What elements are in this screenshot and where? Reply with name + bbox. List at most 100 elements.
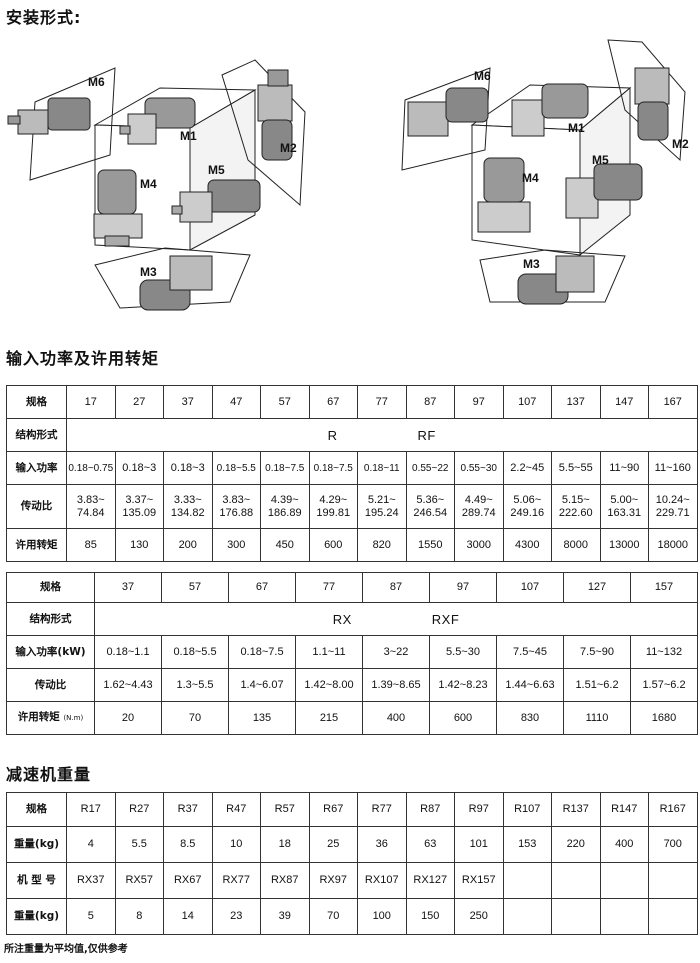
table-row: 重量(kg) 5 8 14 23 39 70 100 150 250 <box>6 898 698 935</box>
row-header: 传动比 <box>6 668 95 702</box>
label-m2: M2 <box>672 137 689 151</box>
ratio-top: 4.39~ <box>270 493 299 506</box>
table-cell: R147 <box>599 792 649 827</box>
table-cell: 4 <box>66 826 116 863</box>
table-cell: 3~22 <box>362 635 430 669</box>
ratio-top: 4.29~ <box>319 493 348 506</box>
table-cell <box>648 898 698 935</box>
mounting-title: 安装形式: <box>6 8 82 27</box>
row-header: 机 型 号 <box>6 862 67 899</box>
ratio-bottom: 222.60 <box>558 506 593 519</box>
table-cell: 5 <box>66 898 116 935</box>
table-cell: 2.2~45 <box>502 451 552 485</box>
table-cell: 107 <box>502 385 552 419</box>
table-cell: 1.57~6.2 <box>630 668 698 702</box>
table-cell: 4300 <box>502 528 552 562</box>
table-cell: 11~160 <box>648 451 698 485</box>
table-cell: 200 <box>163 528 213 562</box>
power-table-r: 规格 17 27 37 47 57 67 77 87 97 107 137 14… <box>6 385 698 562</box>
table-cell <box>599 862 649 899</box>
weight-section-title: 减速机重量 <box>6 765 92 784</box>
table-row: 输入功率(kW) 0.18~1.1 0.18~5.5 0.18~7.5 1.1~… <box>6 635 698 669</box>
table-cell: 127 <box>563 572 631 603</box>
table-cell: 1.4~6.07 <box>228 668 296 702</box>
table-cell: RX157 <box>454 862 504 899</box>
table-cell: 1.51~6.2 <box>563 668 631 702</box>
table-cell: 3000 <box>454 528 504 562</box>
table-cell: 250 <box>454 898 504 935</box>
table-cell: 215 <box>295 701 363 735</box>
table-cell: R47 <box>211 792 261 827</box>
power-table-rx: 规格 37 57 67 77 87 97 107 127 157 结构形式 RX… <box>6 572 698 735</box>
structure-rf: RF <box>417 427 436 443</box>
table-cell: 5.5~55 <box>551 451 601 485</box>
table-cell: 85 <box>66 528 116 562</box>
ratio-top: 5.00~ <box>610 493 639 506</box>
table-cell: RX87 <box>260 862 310 899</box>
table-row: 输入功率 0.18~0.75 0.18~3 0.18~3 0.18~5.5 0.… <box>6 451 698 485</box>
table-cell: 77 <box>295 572 363 603</box>
table-cell: 97 <box>454 385 504 419</box>
table-cell: 150 <box>405 898 455 935</box>
row-header: 输入功率 <box>6 451 67 485</box>
table-cell: 11~132 <box>630 635 698 669</box>
table-cell: 4.49~289.74 <box>454 484 504 529</box>
table-cell: RX77 <box>211 862 261 899</box>
ratio-bottom: 249.16 <box>510 506 545 519</box>
table-cell: RX97 <box>308 862 358 899</box>
table-cell: 67 <box>228 572 296 603</box>
table-cell: RX107 <box>357 862 407 899</box>
table-cell: 1680 <box>630 701 698 735</box>
table-cell: 0.18~5.5 <box>211 451 261 485</box>
table-cell: 87 <box>405 385 455 419</box>
ratio-bottom: 195.24 <box>364 506 399 519</box>
table-cell: 107 <box>496 572 564 603</box>
label-m4: M4 <box>140 177 157 191</box>
table-cell <box>502 862 552 899</box>
table-cell: 23 <box>211 898 261 935</box>
table-cell: 20 <box>94 701 162 735</box>
footnote: 所注重量为平均值,仅供参考 <box>4 944 128 955</box>
table-cell: 1110 <box>563 701 631 735</box>
mounting-diagram-right: M6 M1 M2 M4 M5 M3 <box>401 39 689 305</box>
table-cell: 77 <box>357 385 407 419</box>
table-cell: 101 <box>454 826 504 863</box>
table-cell: 14 <box>163 898 213 935</box>
table-cell: R57 <box>260 792 310 827</box>
ratio-bottom: 229.71 <box>655 506 690 519</box>
table-cell: 147 <box>599 385 649 419</box>
table-cell: 5.15~222.60 <box>551 484 601 529</box>
table-cell: 39 <box>260 898 310 935</box>
ratio-top: 4.49~ <box>464 493 493 506</box>
table-cell: 4.39~186.89 <box>260 484 310 529</box>
table-cell: 0.18~3 <box>163 451 213 485</box>
table-cell: 97 <box>429 572 497 603</box>
table-cell: 5.5~30 <box>429 635 497 669</box>
table-cell <box>599 898 649 935</box>
label-m3: M3 <box>523 257 540 271</box>
table-cell <box>502 898 552 935</box>
ratio-top: 5.21~ <box>367 493 396 506</box>
row-header: 重量(kg) <box>6 898 67 935</box>
table-cell: 167 <box>648 385 698 419</box>
table-cell: 5.36~246.54 <box>405 484 455 529</box>
table-cell: 0.18~7.5 <box>228 635 296 669</box>
ratio-top: 5.15~ <box>561 493 590 506</box>
table-cell: 5.00~163.31 <box>599 484 649 529</box>
table-cell: 57 <box>161 572 229 603</box>
label-m2: M2 <box>280 141 297 155</box>
table-cell: 1.62~4.43 <box>94 668 162 702</box>
row-header: 输入功率(kW) <box>6 635 95 669</box>
table-cell: 5.5 <box>114 826 164 863</box>
ratio-top: 5.36~ <box>416 493 445 506</box>
row-header: 传动比 <box>6 484 67 529</box>
table-cell: 3.83~176.88 <box>211 484 261 529</box>
table-cell: 1.39~8.65 <box>362 668 430 702</box>
label-m3: M3 <box>140 265 157 279</box>
table-cell: 135 <box>228 701 296 735</box>
table-cell: 37 <box>163 385 213 419</box>
table-cell: 8 <box>114 898 164 935</box>
row-header: 规格 <box>6 792 67 827</box>
ratio-top: 3.33~ <box>173 493 202 506</box>
